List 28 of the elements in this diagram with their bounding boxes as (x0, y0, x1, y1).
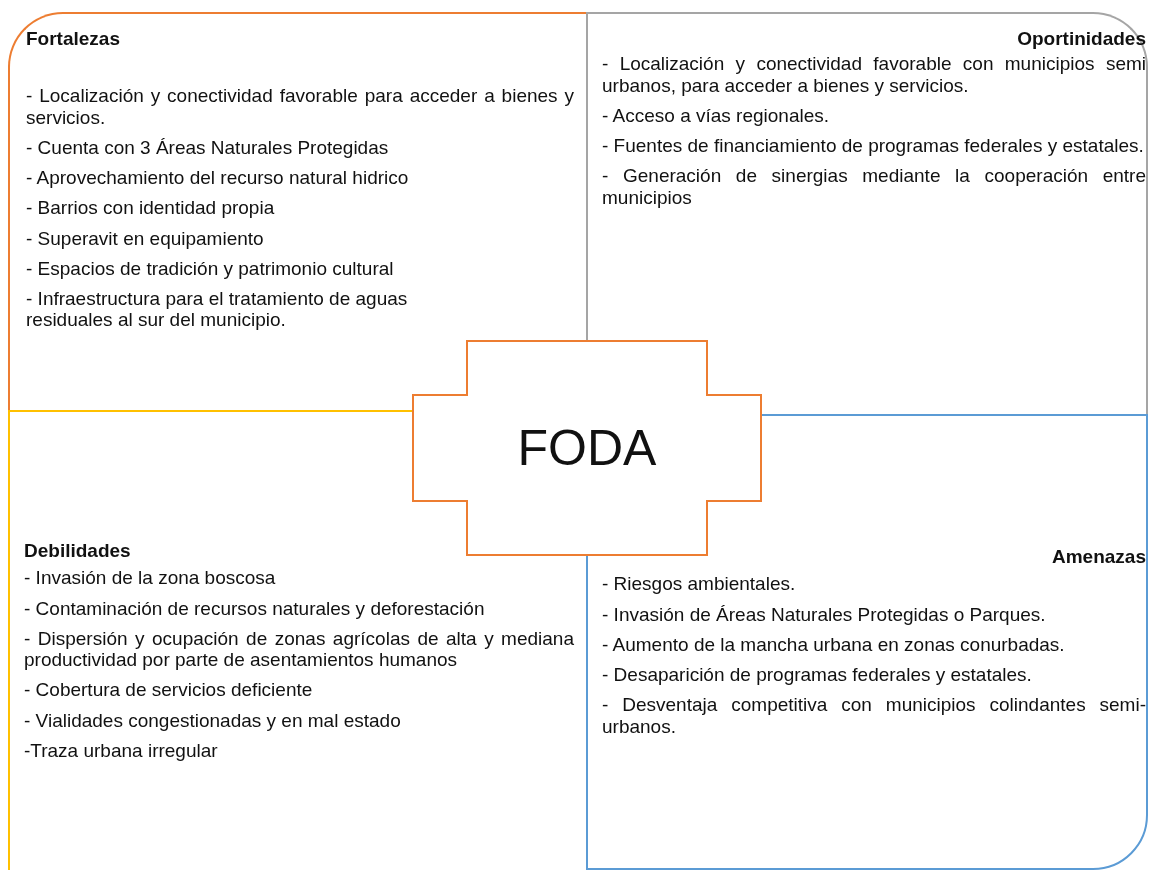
bullet-text: - Infraestructura para el tratamiento de aguas residuales al sur del municipio. (26, 288, 409, 331)
bullet-text: - Generación de sinergias mediante la cooperación entre municipios (602, 165, 1146, 208)
quadrant-heading: Debilidades (24, 540, 132, 562)
bullet-text: - Contaminación de recursos naturales y deforestación (24, 597, 486, 619)
cross-shape (412, 340, 762, 556)
bullet-text: - Espacios de tradición y patrimonio cultural (26, 257, 395, 280)
bullet-text: - Invasión de Áreas Naturales Protegidas o Parques. (602, 603, 1047, 625)
bullet-text: - Superavit en equipamiento (26, 227, 265, 249)
bullet-text: - Barrios con identidad propia (26, 197, 276, 219)
bullet-text: - Desaparición de programas federales y estatales. (602, 664, 1033, 686)
bullet-text: - Aprovechamiento del recurso natural hidrico (26, 167, 410, 189)
bullet-text: -Traza urbana irregular (24, 739, 219, 762)
bullet-text: - Cuenta con 3 Áreas Naturales Protegidas (26, 136, 390, 159)
quadrant-heading: Fortalezas (26, 28, 121, 50)
bullet-text: - Dispersión y ocupación de zonas agrícolas de alta y mediana productividad por parte de asentamientos humanos (24, 627, 574, 671)
center-title: FODA (516, 419, 658, 478)
bullet-text: - Aumento de la mancha urbana en zonas conurbadas. (602, 633, 1066, 656)
bullet-text: - Desventaja competitiva con municipios colindantes semi-urbanos. (602, 694, 1146, 737)
quadrant-heading: Amenazas (1051, 546, 1146, 568)
bullet-text: - Localización y conectividad favorable para acceder a bienes y servicios. (26, 85, 574, 128)
bullet-text: - Vialidades congestionadas y en mal estado (24, 709, 402, 731)
bullet-text: - Fuentes de financiamiento de programas federales y estatales. (602, 135, 1145, 157)
bullet-text: - Acceso a vías regionales. (602, 104, 831, 127)
quadrant-heading: Oportinidades (1016, 28, 1146, 50)
bullet-text: - Localización y conectividad favorable con municipios semi urbanos, para acceder a bienes y servicios. (602, 53, 1146, 96)
bullet-text: - Cobertura de servicios deficiente (24, 679, 314, 701)
bullet-text: - Riesgos ambientales. (602, 573, 797, 595)
bullet-text: - Invasión de la zona boscosa (24, 567, 277, 589)
